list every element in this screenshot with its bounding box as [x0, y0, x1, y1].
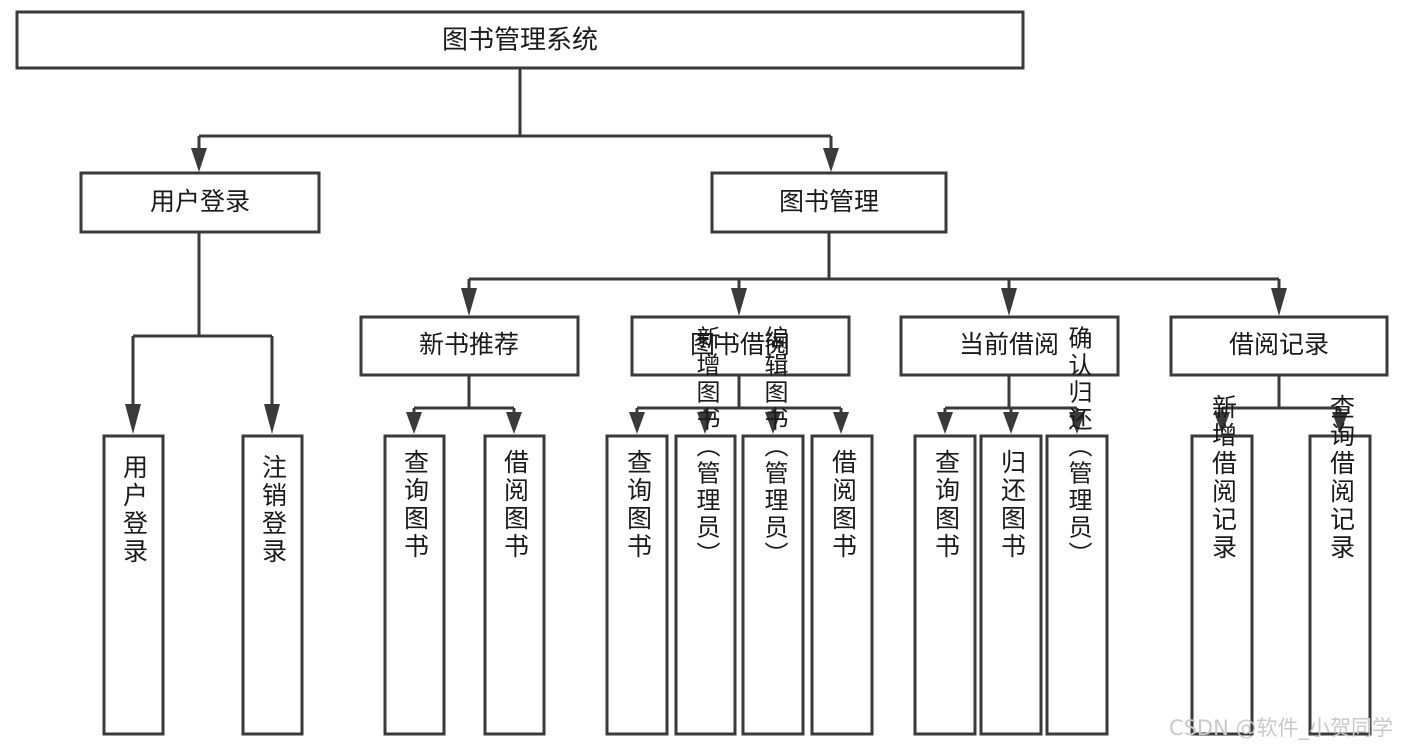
node-borrow-record[interactable]: 借阅记录 — [1169, 315, 1389, 377]
node-new-book-recommend-box[interactable] — [359, 315, 580, 377]
node-current-borrow-label: 当前借阅 — [959, 330, 1059, 359]
arrow-root-to-book-manage — [823, 148, 839, 172]
leaf-book-borrow-3-label: 编辑图书（管理员） — [760, 326, 788, 569]
leaf-book-borrow-4-box[interactable] — [810, 434, 874, 736]
node-current-borrow-box[interactable] — [899, 315, 1120, 377]
node-borrow-record-box[interactable] — [1169, 315, 1389, 377]
arrow-borrow-record-leaf-1 — [1214, 412, 1230, 434]
leaf-book-borrow-4-label: 借阅图书 — [829, 449, 858, 561]
node-new-book-recommend-label: 新书推荐 — [419, 330, 519, 359]
leaf-book-borrow-4[interactable]: 借阅图书 — [810, 434, 874, 736]
leaf-borrow-record-2[interactable]: 查询借阅记录 — [1308, 394, 1372, 736]
leaf-new-book-1-box[interactable] — [383, 434, 446, 736]
leaf-new-book-2-box[interactable] — [483, 434, 546, 736]
leaf-book-borrow-2-box[interactable] — [674, 434, 737, 736]
leaf-book-borrow-3[interactable]: 编辑图书（管理员） — [741, 326, 805, 736]
leaf-book-borrow-1-label: 查询图书 — [624, 449, 653, 561]
csdn-watermark: CSDN @软件_小贺同学 — [1169, 716, 1393, 741]
leaf-user-login-2-box[interactable] — [241, 434, 304, 736]
leaf-user-login-2[interactable]: 注销登录 — [241, 434, 304, 736]
node-book-borrow-label: 图书借阅 — [690, 330, 790, 359]
arrow-new-book-leaf-2 — [506, 412, 522, 434]
node-borrow-record-label: 借阅记录 — [1229, 330, 1329, 359]
node-root[interactable]: 图书管理系统 — [15, 10, 1025, 70]
arrow-book-borrow-leaf-3 — [765, 412, 781, 434]
arrow-to-borrow-record — [1271, 288, 1287, 316]
arrow-to-current-borrow — [1001, 288, 1017, 316]
leaf-current-borrow-1-box[interactable] — [913, 434, 977, 736]
leaf-borrow-record-1-label: 新增借阅记录 — [1209, 394, 1238, 562]
arrow-user-login-leaf-2 — [264, 404, 280, 434]
leaf-current-borrow-1-label: 查询图书 — [932, 449, 961, 561]
leaf-book-borrow-1[interactable]: 查询图书 — [605, 434, 669, 736]
arrow-to-new-book — [461, 288, 477, 316]
leaf-user-login-1[interactable]: 用户登录 — [102, 434, 165, 736]
arrow-new-book-leaf-1 — [406, 412, 422, 434]
leaf-borrow-record-1-box[interactable] — [1190, 434, 1254, 736]
leaf-current-borrow-2-box[interactable] — [979, 434, 1043, 736]
leaf-new-book-2-label: 借阅图书 — [501, 449, 530, 561]
leaf-book-borrow-1-box[interactable] — [605, 434, 669, 736]
leaf-borrow-record-2-box[interactable] — [1308, 434, 1372, 736]
leaf-new-book-1-label: 查询图书 — [401, 449, 430, 561]
node-book-manage[interactable]: 图书管理 — [710, 171, 948, 234]
arrow-borrow-record-leaf-2 — [1332, 412, 1348, 434]
leaf-new-book-2[interactable]: 借阅图书 — [483, 434, 546, 736]
arrow-current-borrow-leaf-3 — [1069, 412, 1085, 434]
leaf-book-borrow-2[interactable]: 新增图书（管理员） — [674, 326, 737, 736]
leaf-book-borrow-3-box[interactable] — [741, 434, 805, 736]
arrow-book-borrow-leaf-1 — [629, 412, 645, 434]
node-book-borrow[interactable]: 图书借阅 — [630, 315, 851, 377]
leaf-current-borrow-3-box[interactable] — [1045, 434, 1109, 736]
leaf-user-login-1-box[interactable] — [102, 434, 165, 736]
node-book-manage-box[interactable] — [710, 171, 948, 234]
leaf-book-borrow-2-label: 新增图书（管理员） — [692, 326, 720, 569]
node-root-label: 图书管理系统 — [442, 26, 598, 56]
connector-layer — [125, 68, 1348, 434]
node-new-book-recommend[interactable]: 新书推荐 — [359, 315, 580, 377]
leaf-current-borrow-1[interactable]: 查询图书 — [913, 434, 977, 736]
leaf-new-book-1[interactable]: 查询图书 — [383, 434, 446, 736]
leaf-user-login-1-label: 用户登录 — [120, 454, 149, 566]
arrow-to-book-borrow — [731, 288, 747, 316]
leaf-current-borrow-3-label: 确认归还（管理员） — [1064, 326, 1092, 569]
leaf-user-login-2-label: 注销登录 — [259, 454, 288, 566]
arrow-current-borrow-leaf-2 — [1003, 412, 1019, 434]
node-user-login[interactable]: 用户登录 — [79, 171, 321, 234]
node-book-borrow-box[interactable] — [630, 315, 851, 377]
node-root-box[interactable] — [15, 10, 1025, 70]
arrow-book-borrow-leaf-4 — [833, 412, 849, 434]
leaf-current-borrow-2-label: 归还图书 — [998, 449, 1027, 561]
node-book-manage-label: 图书管理 — [779, 187, 879, 216]
node-user-login-box[interactable] — [79, 171, 321, 234]
arrow-root-to-user-login — [191, 148, 207, 172]
leaf-borrow-record-2-label: 查询借阅记录 — [1327, 394, 1356, 562]
leaf-current-borrow-3[interactable]: 确认归还（管理员） — [1045, 326, 1109, 736]
arrow-current-borrow-leaf-1 — [937, 412, 953, 434]
leaf-borrow-record-1[interactable]: 新增借阅记录 — [1190, 394, 1254, 736]
leaf-current-borrow-2[interactable]: 归还图书 — [979, 434, 1043, 736]
node-user-login-label: 用户登录 — [150, 187, 250, 216]
arrow-book-borrow-leaf-2 — [697, 412, 713, 434]
node-current-borrow[interactable]: 当前借阅 — [899, 315, 1120, 377]
arrow-user-login-leaf-1 — [125, 404, 141, 434]
